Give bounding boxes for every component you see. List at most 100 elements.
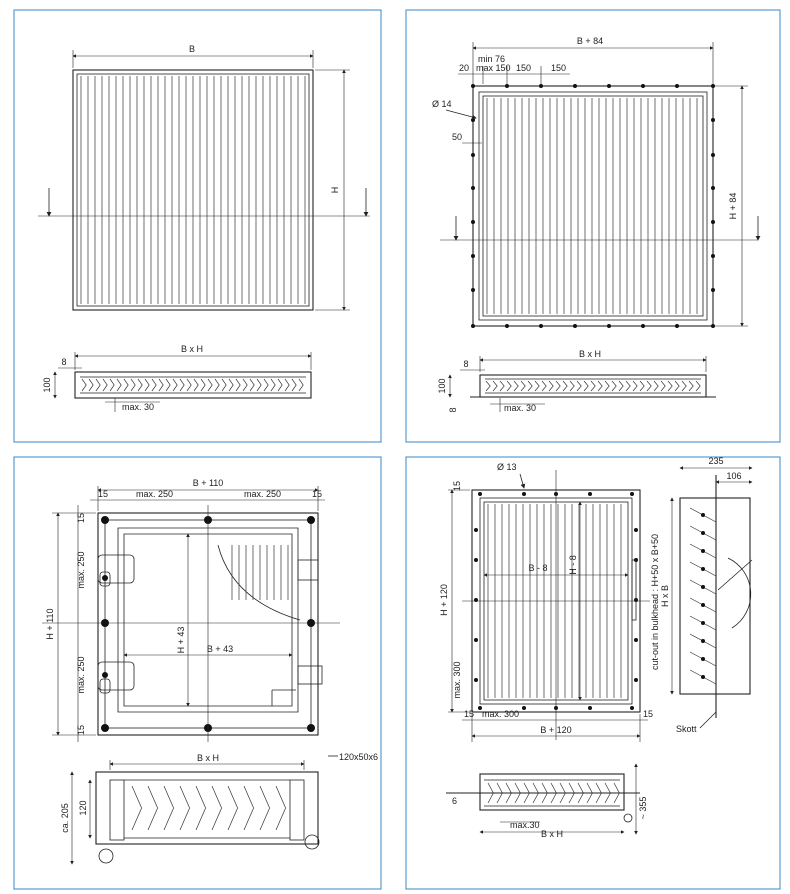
blade-chevron: [193, 378, 199, 392]
blade-chevron: [227, 785, 238, 831]
blade-chevron: [595, 782, 602, 804]
blade-chevron: [131, 785, 142, 831]
bolt-hole: [471, 186, 475, 190]
blade-chevron: [172, 378, 178, 392]
dim-width: B + 110: [193, 478, 224, 488]
blade-chevron: [270, 378, 276, 392]
blade-chevron: [604, 782, 611, 804]
panel-1-damper-basic: B H B x H 8 100 max. 30: [13, 9, 382, 443]
dim-15b: 15: [76, 725, 86, 735]
bolt-hole: [474, 678, 478, 682]
blade-chevron: [137, 378, 143, 392]
dim-width: B + 120: [540, 725, 571, 735]
blade-pivot: [701, 657, 705, 661]
blade-pivot: [701, 513, 705, 517]
blade-chevron: [639, 380, 645, 392]
blade-chevron: [95, 378, 101, 392]
dim-max250b: max. 250: [244, 489, 281, 499]
blade-chevron: [653, 380, 659, 392]
blade-chevron: [179, 378, 185, 392]
blade-chevron: [130, 378, 136, 392]
blade-chevron: [541, 380, 547, 392]
blade-pivot: [701, 531, 705, 535]
blade-chevron: [207, 378, 213, 392]
blade-chevron: [632, 380, 638, 392]
bolt-hole: [641, 84, 645, 88]
dim-max250c: max. 250: [76, 551, 86, 588]
bolt-hole: [307, 516, 315, 524]
blade-chevron: [298, 378, 304, 392]
blade-chevron: [604, 380, 610, 392]
blade-chevron: [681, 380, 687, 392]
dim-15l: 15: [464, 709, 474, 719]
blade-chevron: [568, 782, 575, 804]
blade-chevron: [256, 378, 262, 392]
blade-chevron: [499, 380, 505, 392]
blade-pivot: [701, 567, 705, 571]
blade-chevron: [548, 380, 554, 392]
dim-width: B: [189, 44, 195, 54]
blade-chevron: [611, 380, 617, 392]
blade-chevron: [562, 380, 568, 392]
blade-pivot: [701, 585, 705, 589]
bolt-holes: [474, 492, 638, 710]
blade-chevron: [221, 378, 227, 392]
dim-20: 20: [459, 63, 469, 73]
damper-blades: [486, 98, 698, 314]
damper-blades: [80, 76, 306, 304]
blade-chevron: [147, 785, 158, 831]
bolt-hole: [474, 528, 478, 532]
bolt-hole: [630, 706, 634, 710]
blade-chevron: [228, 378, 234, 392]
cutout-note: cut-out in bulkhead : H+50 x B+50: [650, 534, 660, 670]
blade-chevron: [527, 380, 533, 392]
flange-6: 6: [452, 796, 457, 806]
section-size: B x H: [541, 829, 563, 839]
blade-chevron: [242, 378, 248, 392]
bolt-hole: [478, 492, 482, 496]
blade-chevron: [158, 378, 164, 392]
bolt-hole: [630, 492, 634, 496]
bolt-hole: [102, 672, 108, 678]
blade-chevron: [520, 380, 526, 392]
bolt-hole: [573, 324, 577, 328]
dim-max250d: max. 250: [76, 656, 86, 693]
blade-chevron: [200, 378, 206, 392]
dim-max300a: max. 300: [482, 709, 519, 719]
bolt-hole: [711, 84, 715, 88]
blade-section: [131, 785, 286, 831]
blade-chevron: [211, 785, 222, 831]
bolt-hole: [588, 492, 592, 496]
dim-inner-h: H + 43: [176, 627, 186, 654]
dim-50: 50: [452, 132, 462, 142]
blade-chevron: [275, 785, 286, 831]
dim-15t: 15: [76, 513, 86, 523]
flange-size: 8: [61, 357, 66, 367]
blade-chevron: [695, 380, 701, 392]
bolt-hole: [505, 84, 509, 88]
blade-chevron: [259, 785, 270, 831]
bolt-hole: [539, 84, 543, 88]
blade-chevron: [195, 785, 206, 831]
bolt-hole: [634, 678, 638, 682]
blade-chevron: [646, 380, 652, 392]
blade-chevron: [165, 378, 171, 392]
bolt-hole: [471, 220, 475, 224]
dim-150a: 150: [516, 63, 531, 73]
blade-section: [81, 378, 304, 392]
depth-size: ~ 355: [638, 797, 648, 820]
section-size: B x H: [579, 349, 601, 359]
blade-chevron: [674, 380, 680, 392]
side-size: H x B: [660, 585, 670, 607]
bolt-hole: [471, 254, 475, 258]
dim-inner-h: H - 8: [568, 555, 578, 575]
blade-side-view: [689, 507, 717, 685]
bolt-hole: [711, 288, 715, 292]
dim-inner-w: B + 43: [207, 644, 233, 654]
blade-section: [487, 782, 620, 804]
bolt-hole: [711, 324, 715, 328]
blade-chevron: [667, 380, 673, 392]
depth-size: 100: [42, 377, 52, 392]
panel-2-flanged-damper: B + 84 min 76 20 max 150 150 150 Ø 14 50…: [405, 9, 781, 443]
blade-pivot: [701, 603, 705, 607]
